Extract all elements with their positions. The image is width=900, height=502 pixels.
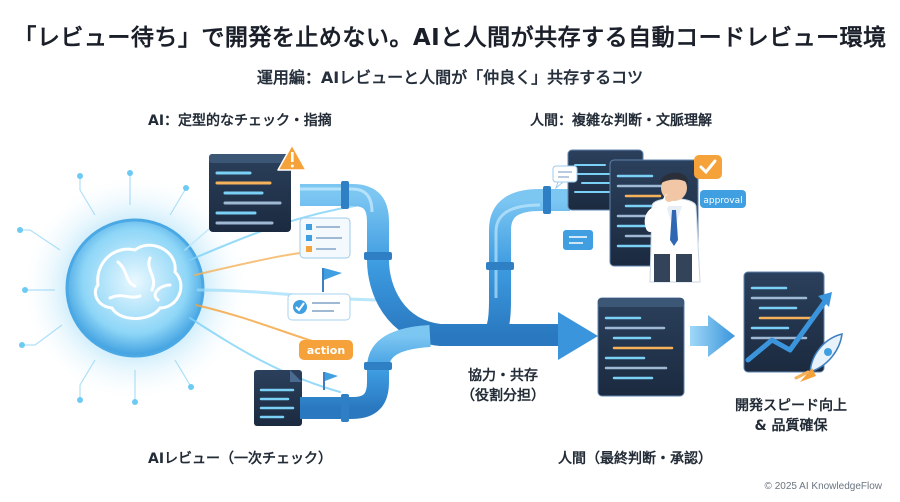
flag-icon [322, 268, 342, 292]
page-title: 「レビュー待ち」で開発を止めない。AIと人間が共存する自動コードレビュー環境 [13, 25, 887, 51]
comment-bubble-icon [552, 165, 578, 190]
brain-folds [93, 243, 183, 320]
pipe-joints [341, 181, 551, 422]
outcome-label-line2: & 品質確保 [754, 418, 828, 434]
growth-arrow-icon [745, 297, 829, 363]
ai-code-panel-top [209, 154, 291, 232]
small-flag-icon [323, 372, 338, 390]
outcome-label-line1: 開発スピード向上 [735, 398, 847, 414]
checklist-card [299, 217, 351, 259]
collaboration-label: 協力・共存 （役割分担） [448, 366, 558, 406]
check-card [287, 293, 351, 321]
circuit-lines [20, 175, 191, 400]
growth-arrow-head [818, 292, 832, 307]
human-reviewer-figure [644, 172, 701, 283]
warning-icon [277, 144, 307, 171]
ai-role-label: AI：定型的なチェック・指摘 [148, 113, 332, 129]
ai-review-label: AIレビュー（一次チェック） [148, 451, 333, 467]
approval-tag: approval [700, 190, 746, 208]
comment-bubble-icon [563, 230, 593, 250]
human-final-label: 人間（最終判断・承認） [558, 451, 712, 467]
ai-brain-icon [65, 218, 205, 358]
collaboration-label-line2: （役割分担） [461, 388, 545, 404]
copyright-notice: © 2025 AI KnowledgeFlow [764, 481, 882, 492]
action-tag-label: action [307, 344, 345, 357]
approval-check-icon [694, 155, 722, 179]
approval-tag-label: approval [703, 196, 742, 206]
circuit-nodes [17, 170, 194, 405]
action-tag: action [299, 340, 353, 360]
collaboration-label-line1: 協力・共存 [468, 368, 538, 384]
final-review-code-panel [597, 297, 685, 397]
page-subtitle: 運用編：AIレビューと人間が「仲良く」共存するコツ [256, 68, 644, 87]
rocket-icon [794, 333, 843, 382]
main-flow-arrow [558, 312, 598, 360]
outcome-label: 開発スピード向上 & 品質確保 [716, 396, 866, 436]
human-role-label: 人間：複雑な判断・文脈理解 [530, 113, 712, 129]
ai-document-bottom [254, 370, 302, 426]
result-arrow [690, 315, 735, 357]
